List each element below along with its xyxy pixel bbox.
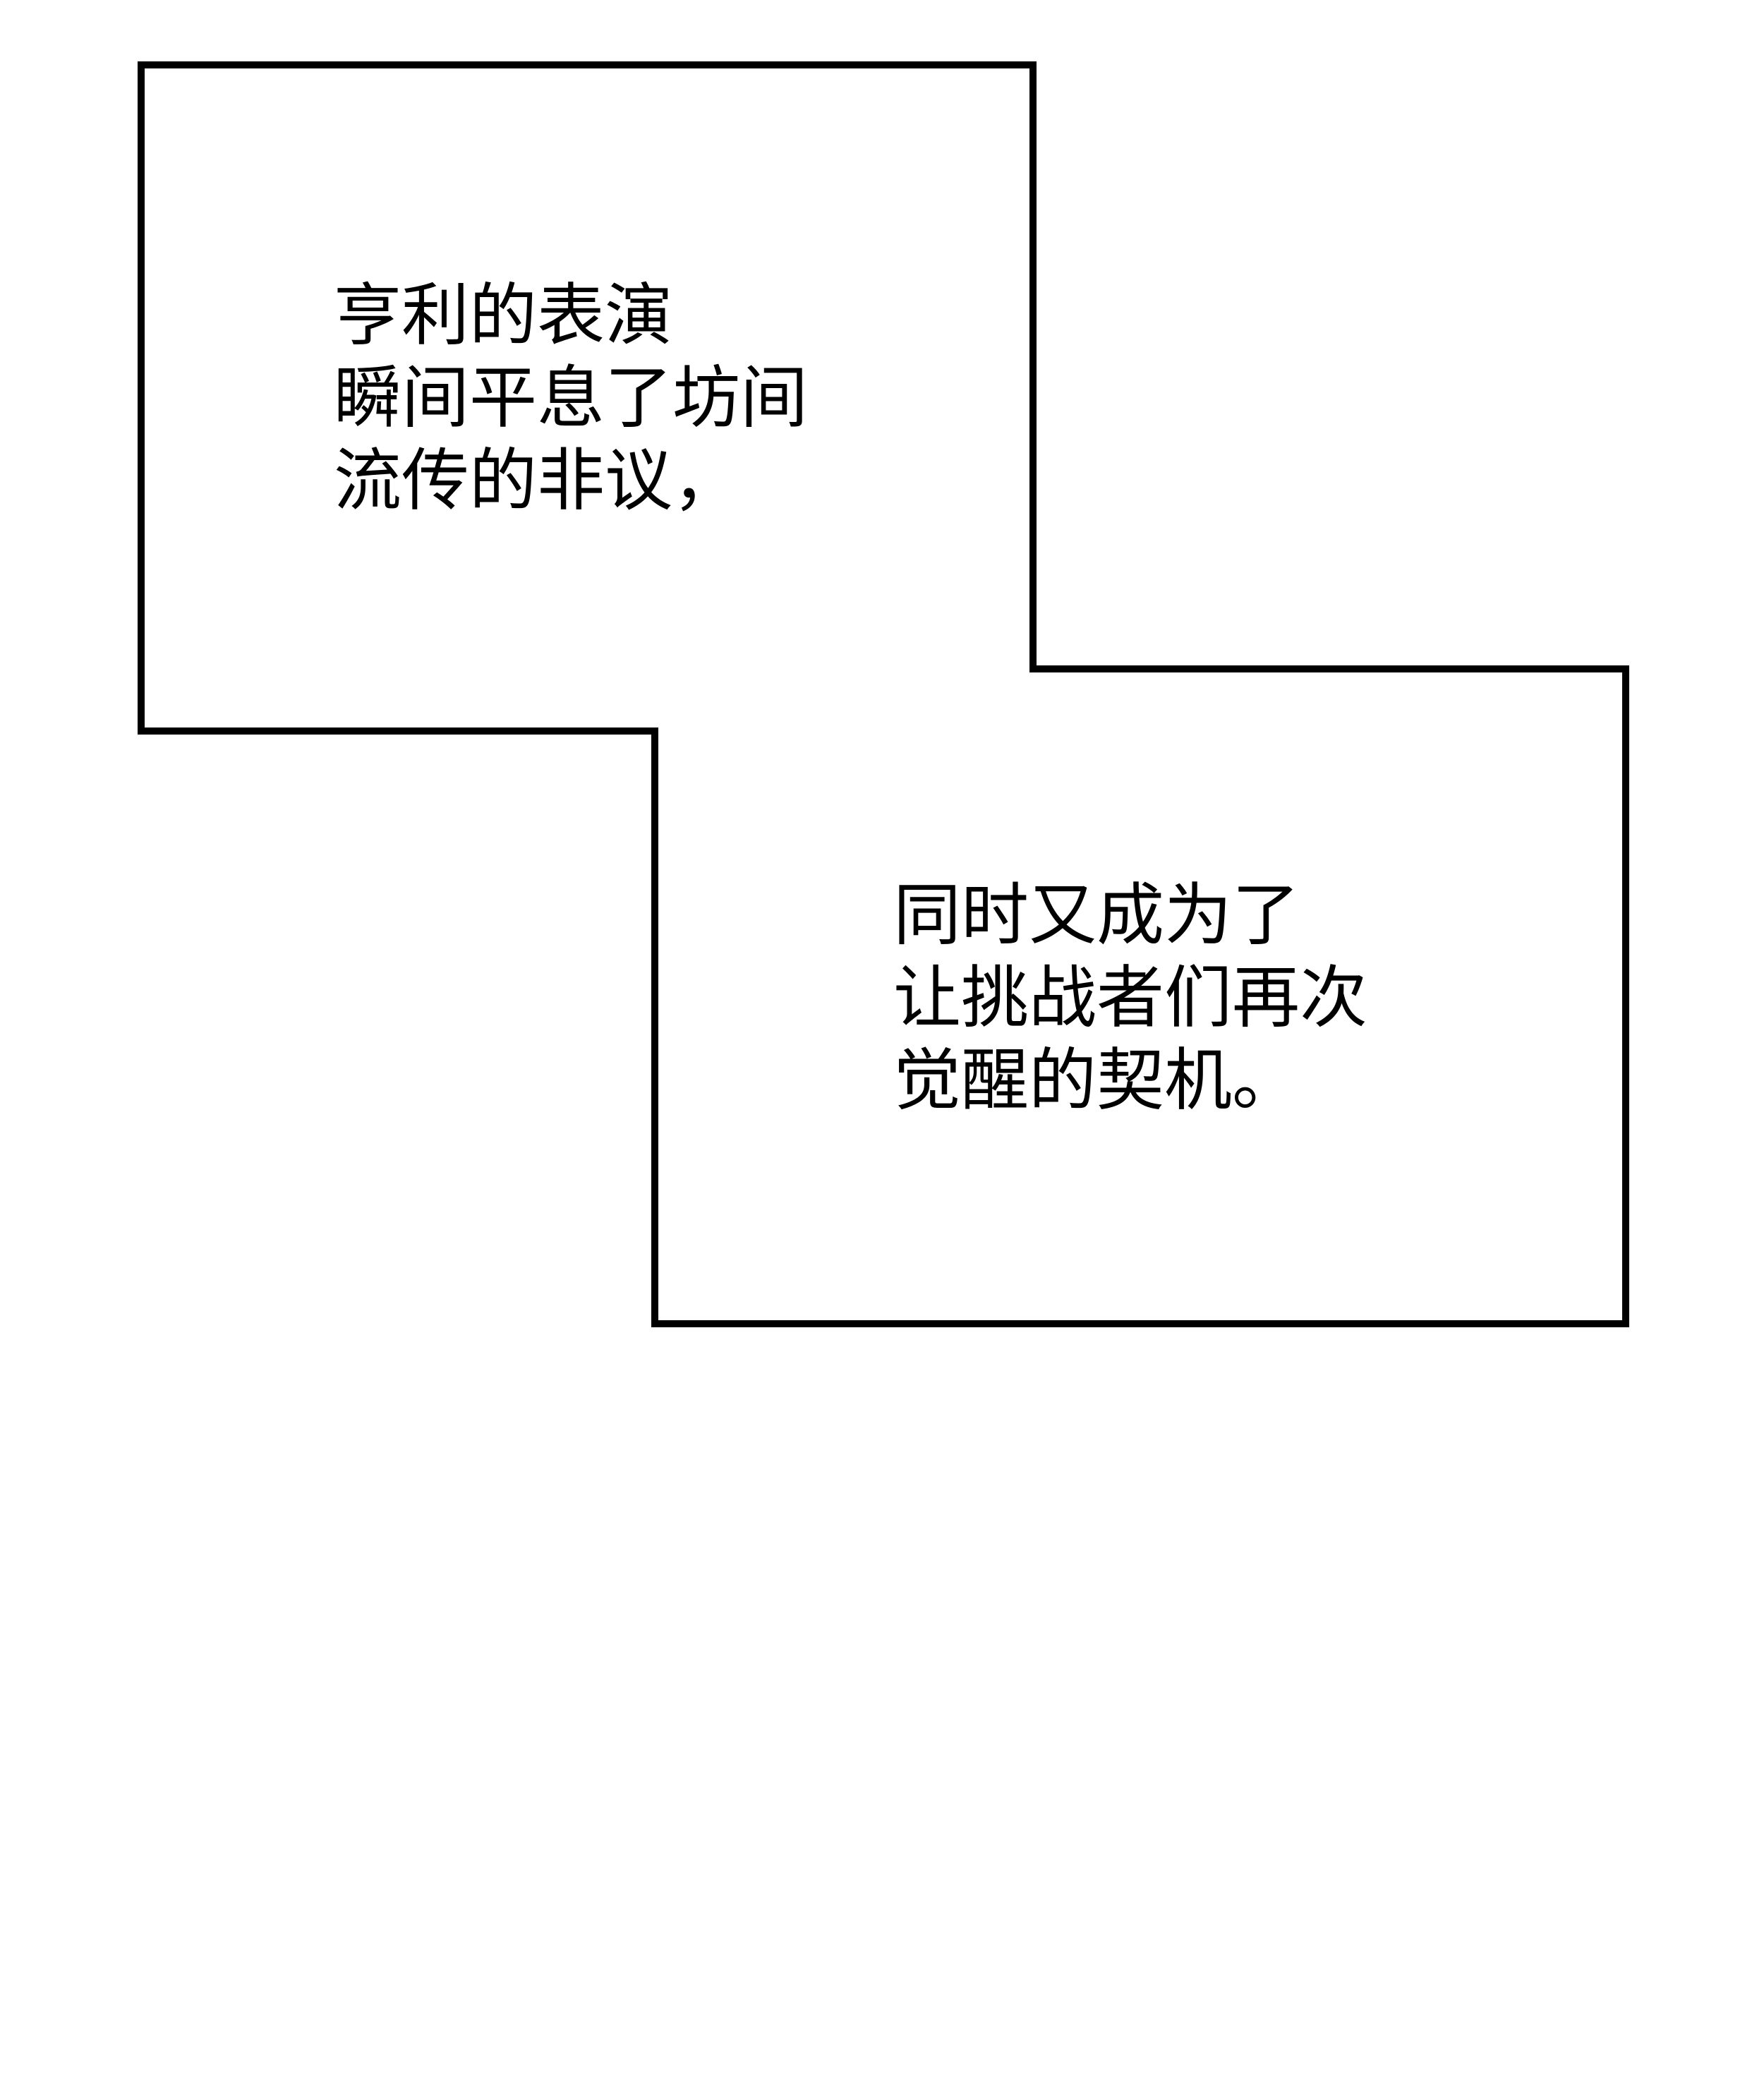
narration-box-lower: 同时又成为了 让挑战者们再次 觉醒的契机。: [893, 874, 1367, 1122]
narration-line: 流传的非议，: [334, 441, 740, 520]
narration-box-upper: 亨利的表演 瞬间平息了坊间 流传的非议，: [334, 274, 808, 522]
narration-line: 觉醒的契机。: [893, 1041, 1300, 1120]
narration-line: 让挑战者们再次: [893, 958, 1367, 1037]
narration-line: 亨利的表演: [334, 276, 672, 355]
narration-line: 同时又成为了: [893, 876, 1300, 955]
narration-line: 瞬间平息了坊间: [334, 358, 808, 437]
panel-border: [138, 61, 1629, 1327]
